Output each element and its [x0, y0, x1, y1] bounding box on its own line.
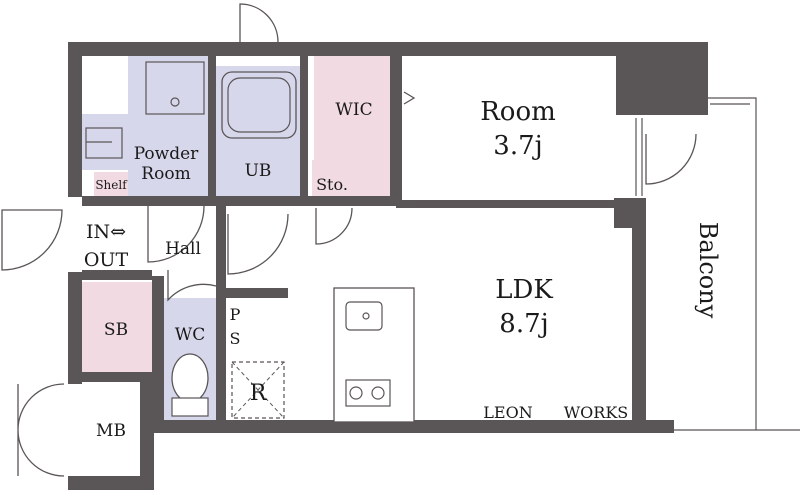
shelf-label: Shelf	[95, 178, 128, 192]
in-out-label: IN⇔	[86, 221, 126, 243]
washer-pan	[145, 61, 205, 115]
powder-room-label: Powder	[134, 144, 199, 164]
ldk-label: LDK	[495, 275, 553, 305]
mb-label: MB	[96, 421, 126, 441]
labels: WIC Room 3.7j Powder Room UB Sto. Shelf …	[84, 97, 722, 441]
storage-label: Sto.	[316, 175, 348, 194]
toilet	[171, 353, 209, 403]
doors	[1, 3, 697, 477]
brand-leon: LEON	[483, 403, 532, 422]
r-label: R	[250, 381, 268, 406]
powder-room-label-2: Room	[141, 164, 190, 184]
storage-fill	[312, 160, 352, 196]
wc-label: WC	[175, 325, 205, 345]
brand-works: WORKS	[564, 403, 629, 422]
ps-label: P	[230, 305, 241, 324]
refrigerator-space	[231, 361, 285, 419]
in-out-label-2: OUT	[84, 249, 129, 271]
bathtub	[221, 71, 297, 139]
inner-walls	[82, 56, 646, 420]
sb-fill	[82, 282, 152, 372]
shelf-fill	[94, 172, 128, 196]
hall-label: Hall	[165, 239, 201, 259]
fixtures	[85, 61, 415, 423]
ldk-size-label: 8.7j	[499, 309, 548, 339]
balcony-label: Balcony	[694, 222, 722, 319]
vanity-sink	[85, 127, 123, 159]
outer-walls	[68, 42, 708, 490]
ub-label: UB	[245, 161, 272, 181]
kitchen-sink	[345, 301, 383, 331]
sb-label: SB	[104, 320, 128, 340]
ps-label-2: S	[230, 329, 241, 348]
room-label: Room	[480, 97, 556, 127]
wic-label: WIC	[335, 100, 372, 120]
stove	[345, 379, 391, 407]
balcony-area	[674, 97, 800, 431]
room-size-label: 3.7j	[493, 131, 542, 161]
